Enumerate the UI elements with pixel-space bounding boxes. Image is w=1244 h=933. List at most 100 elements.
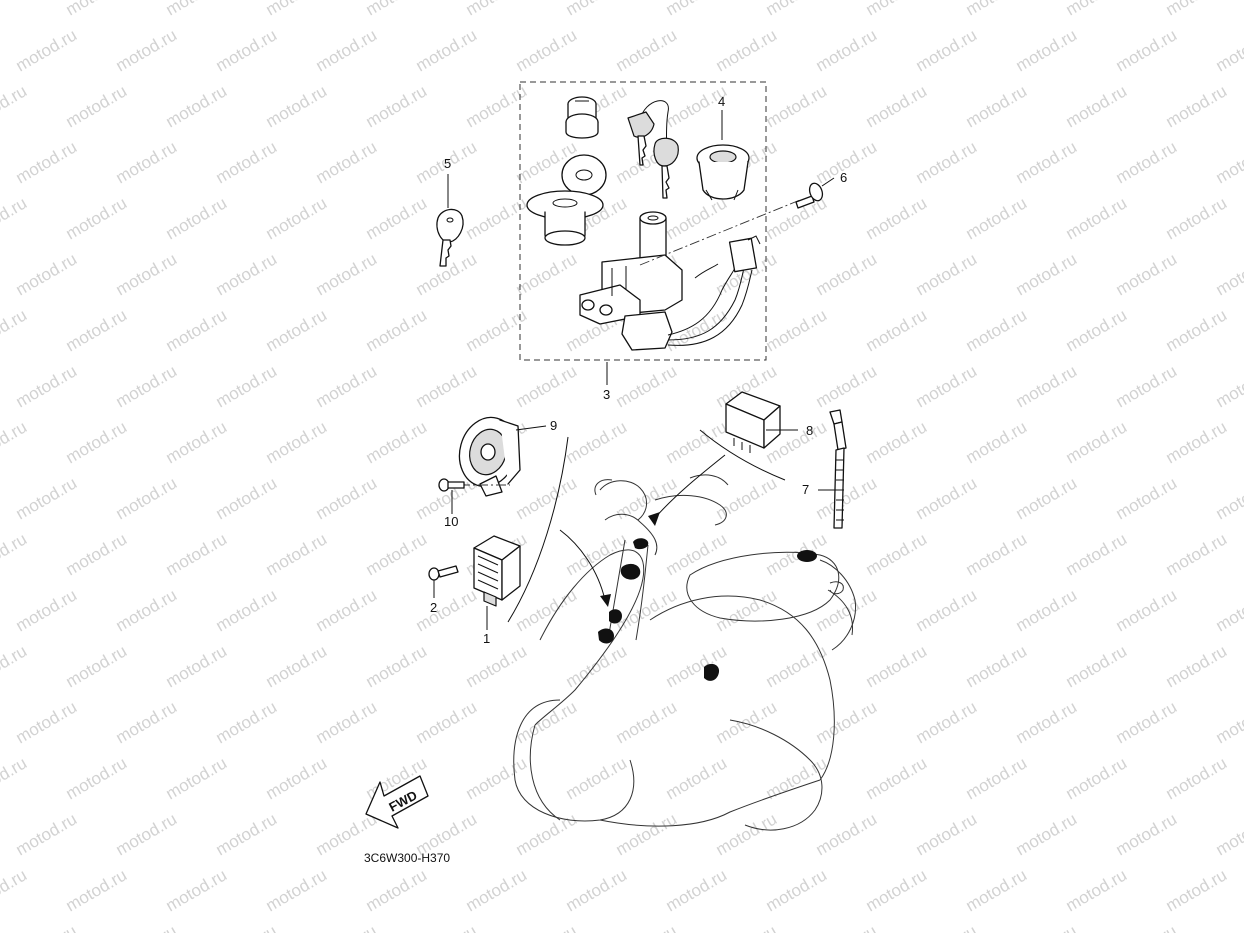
watermark-text: motod.ru <box>263 753 331 803</box>
watermark-text: motod.ru <box>1163 865 1231 915</box>
callout-1: 1 <box>483 631 490 646</box>
watermark-text: motod.ru <box>913 697 981 747</box>
watermark-text: motod.ru <box>513 25 581 75</box>
watermark-text: motod.ru <box>813 921 881 933</box>
watermark-text: motod.ru <box>913 809 981 859</box>
watermark-text: motod.ru <box>13 697 81 747</box>
watermark-text: motod.ru <box>213 25 281 75</box>
watermark-text: motod.ru <box>413 25 481 75</box>
watermark-text: motod.ru <box>963 81 1031 131</box>
watermark-text: motod.ru <box>1163 305 1231 355</box>
watermark-text: motod.ru <box>1213 25 1244 75</box>
watermark-text: motod.ru <box>0 641 30 691</box>
bolt-icon <box>438 478 465 492</box>
watermark-text: motod.ru <box>563 641 631 691</box>
watermark-text: motod.ru <box>813 361 881 411</box>
bolt-icon <box>428 565 459 581</box>
watermark-text: motod.ru <box>163 641 231 691</box>
watermark-text: motod.ru <box>113 809 181 859</box>
watermark-text: motod.ru <box>113 473 181 523</box>
watermark-text: motod.ru <box>763 305 831 355</box>
callout-9: 9 <box>550 418 557 433</box>
watermark-text: motod.ru <box>713 921 781 933</box>
watermark-text: motod.ru <box>213 697 281 747</box>
watermark-text: motod.ru <box>313 361 381 411</box>
watermark-text: motod.ru <box>1013 25 1081 75</box>
watermark-text: motod.ru <box>113 921 181 933</box>
watermark-text: motod.ru <box>263 81 331 131</box>
watermark-text: motod.ru <box>1113 697 1181 747</box>
watermark-text: motod.ru <box>413 361 481 411</box>
watermark-text: motod.ru <box>363 0 431 19</box>
watermark-text: motod.ru <box>363 193 431 243</box>
watermark-text: motod.ru <box>713 697 781 747</box>
watermark-text: motod.ru <box>413 921 481 933</box>
watermark-text: motod.ru <box>713 473 781 523</box>
watermark-text: motod.ru <box>163 417 231 467</box>
watermark-text: motod.ru <box>1163 417 1231 467</box>
watermark-text: motod.ru <box>813 809 881 859</box>
watermark-text: motod.ru <box>1213 361 1244 411</box>
callout-8: 8 <box>806 423 813 438</box>
watermark-text: motod.ru <box>513 809 581 859</box>
watermark-text: motod.ru <box>263 529 331 579</box>
watermark-text: motod.ru <box>1163 193 1231 243</box>
watermark-text: motod.ru <box>713 585 781 635</box>
watermark-text: motod.ru <box>863 753 931 803</box>
switch-cover-icon <box>696 144 750 201</box>
watermark-text: motod.ru <box>0 0 30 19</box>
watermark-text: motod.ru <box>1113 249 1181 299</box>
watermark-text: motod.ru <box>163 305 231 355</box>
watermark-text: motod.ru <box>313 585 381 635</box>
watermark-text: motod.ru <box>763 81 831 131</box>
watermark-text: motod.ru <box>813 473 881 523</box>
watermark-text: motod.ru <box>1163 529 1231 579</box>
watermark-text: motod.ru <box>463 0 531 19</box>
watermark-text: motod.ru <box>963 417 1031 467</box>
watermark-text: motod.ru <box>1013 585 1081 635</box>
watermark-text: motod.ru <box>213 921 281 933</box>
watermark-text: motod.ru <box>1063 753 1131 803</box>
watermark-text: motod.ru <box>63 193 131 243</box>
watermark-text: motod.ru <box>1113 585 1181 635</box>
watermark-text: motod.ru <box>1013 473 1081 523</box>
watermark-text: motod.ru <box>113 697 181 747</box>
watermark-text: motod.ru <box>1163 81 1231 131</box>
watermark-text: motod.ru <box>0 753 30 803</box>
watermark-text: motod.ru <box>113 25 181 75</box>
watermark-text: motod.ru <box>163 753 231 803</box>
watermark-text: motod.ru <box>663 0 731 19</box>
watermark-text: motod.ru <box>1213 809 1244 859</box>
watermark-text: motod.ru <box>13 25 81 75</box>
watermark-text: motod.ru <box>913 361 981 411</box>
watermark-text: motod.ru <box>13 249 81 299</box>
watermark-text: motod.ru <box>163 529 231 579</box>
watermark-text: motod.ru <box>0 865 30 915</box>
relay-icon <box>725 391 781 453</box>
watermark-text: motod.ru <box>363 417 431 467</box>
watermark-text: motod.ru <box>163 0 231 19</box>
watermark-text: motod.ru <box>363 641 431 691</box>
watermark-text: motod.ru <box>163 193 231 243</box>
watermark-text: motod.ru <box>0 81 30 131</box>
watermark-text: motod.ru <box>563 0 631 19</box>
watermark-text: motod.ru <box>413 585 481 635</box>
watermark-text: motod.ru <box>313 473 381 523</box>
watermark-text: motod.ru <box>263 305 331 355</box>
watermark-text: motod.ru <box>1213 249 1244 299</box>
watermark-text: motod.ru <box>363 529 431 579</box>
watermark-text: motod.ru <box>1063 641 1131 691</box>
watermark-text: motod.ru <box>113 585 181 635</box>
watermark-text: motod.ru <box>863 417 931 467</box>
watermark-text: motod.ru <box>13 361 81 411</box>
cable-band-icon <box>829 409 847 529</box>
watermark-text: motod.ru <box>663 305 731 355</box>
watermark-text: motod.ru <box>13 585 81 635</box>
watermark-text: motod.ru <box>1113 809 1181 859</box>
watermark-text: motod.ru <box>263 0 331 19</box>
watermark-text: motod.ru <box>963 193 1031 243</box>
watermark-text: motod.ru <box>263 641 331 691</box>
watermark-text: motod.ru <box>13 137 81 187</box>
watermark-text: motod.ru <box>0 305 30 355</box>
